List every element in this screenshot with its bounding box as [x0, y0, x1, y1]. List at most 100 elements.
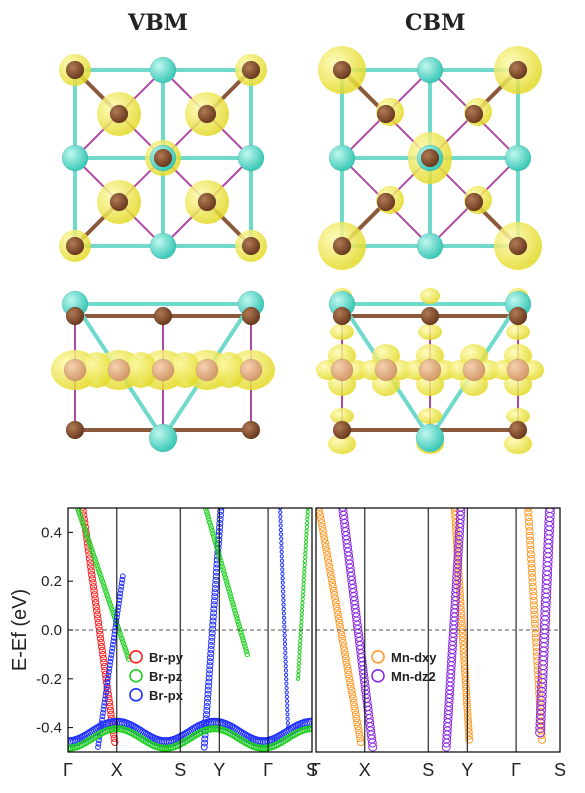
band-point-mn-dxy [525, 531, 534, 540]
band-point-br-pz [68, 744, 72, 752]
band-point-br-py [99, 654, 108, 663]
band-point-br-px [210, 601, 218, 609]
band-point-br-pz [230, 731, 238, 739]
brown-atom [197, 104, 217, 124]
band-point-mn-dxy [462, 692, 471, 701]
band-point-br-py [96, 630, 104, 639]
band-point-mn-dxy [349, 694, 357, 703]
kpoint-label: Γ [263, 760, 273, 780]
isosurface-lobe [213, 352, 245, 388]
mn-atom [374, 358, 398, 382]
band-point-mn-dxy [451, 500, 458, 507]
band-point-mn-dxy [462, 684, 470, 693]
band-point-br-pz [244, 651, 250, 658]
band-point-br-pz [210, 530, 216, 537]
band-point-br-px [105, 675, 111, 682]
band-point-br-py [96, 634, 105, 643]
band-point-br-pz [86, 539, 92, 545]
band-point-br-pz [82, 529, 89, 535]
band-point-br-px [282, 620, 287, 625]
band-point-br-px [109, 641, 116, 648]
band-point-br-px [281, 598, 286, 603]
band-point-mn-dz2 [535, 727, 546, 738]
band-point-mn-dxy [458, 629, 467, 638]
band-point-br-py [98, 646, 106, 655]
band-point-mn-dxy [332, 602, 341, 611]
band-point-br-px [279, 545, 284, 550]
kpoint-label: S [554, 760, 566, 780]
band-point-br-px [110, 638, 117, 645]
band-point-mn-dxy [527, 564, 536, 573]
band-point-br-py [100, 658, 108, 667]
band-point-br-px [117, 587, 124, 593]
band-point-br-px [283, 655, 288, 660]
band-point-br-px [208, 625, 216, 633]
kpoint-label: Γ [311, 760, 321, 780]
band-point-br-pz [105, 596, 112, 603]
band-point-br-pz [298, 638, 303, 643]
kpoint-label: Y [461, 760, 473, 780]
band-point-br-px [280, 567, 285, 572]
band-point-br-py [79, 500, 85, 506]
brown-atom [376, 104, 396, 124]
band-point-br-px [278, 514, 283, 519]
band-point-br-pz [232, 607, 238, 614]
band-point-mn-dxy [452, 534, 461, 543]
band-point-br-pz [99, 578, 106, 584]
band-point-mn-dxy [457, 605, 465, 614]
band-point-mn-dxy [341, 650, 350, 659]
brown-atom [464, 192, 484, 212]
band-point-br-px [282, 642, 288, 647]
cyan-atom [415, 423, 445, 453]
band-point-mn-dxy [461, 680, 470, 689]
band-point-br-pz [109, 607, 115, 613]
band-point-br-px [203, 698, 211, 706]
band-point-mn-dz2 [338, 499, 346, 507]
band-point-br-py [97, 642, 106, 651]
band-point-br-px [280, 584, 286, 590]
band-point-br-pz [76, 510, 83, 517]
band-point-mn-dxy [464, 724, 473, 732]
band-point-br-pz [233, 613, 240, 619]
mn-atom [151, 358, 175, 382]
band-point-mn-dxy [524, 508, 533, 517]
kpoint-label: X [111, 760, 123, 780]
band-point-br-pz [81, 739, 89, 747]
band-point-br-px [209, 621, 217, 629]
band-point-br-pz [308, 725, 312, 733]
band-point-br-px [200, 743, 208, 751]
legend-marker [129, 688, 143, 702]
band-point-br-px [283, 650, 288, 656]
band-point-br-pz [137, 734, 145, 742]
band-point-mn-dxy [354, 722, 362, 731]
band-point-br-px [283, 672, 289, 677]
kpoint-label: X [359, 760, 371, 780]
band-point-mn-dxy [526, 541, 535, 550]
band-point-mn-dxy [356, 734, 364, 743]
band-point-br-pz [305, 509, 310, 514]
band-point-br-px [119, 576, 126, 583]
band-point-br-pz [121, 643, 128, 649]
mn-atom [239, 358, 263, 382]
brown-atom [65, 420, 85, 440]
band-point-mn-dxy [356, 738, 365, 747]
band-point-mn-dxy [525, 527, 534, 536]
band-point-mn-dxy [328, 578, 337, 587]
band-point-mn-dxy [333, 606, 342, 615]
band-point-br-px [280, 580, 285, 585]
band-point-br-pz [101, 583, 107, 590]
band-point-br-pz [75, 508, 79, 509]
band-point-mn-dxy [537, 726, 546, 735]
band-point-br-pz [225, 585, 232, 592]
band-point-mn-dxy [350, 702, 359, 711]
cbm-side-view [316, 288, 544, 454]
band-point-br-px [278, 532, 284, 537]
mn-atom [195, 358, 219, 382]
band-point-mn-dxy [464, 720, 473, 728]
band-point-mn-dxy [344, 670, 353, 679]
band-point-br-pz [236, 624, 243, 630]
band-point-br-py [88, 571, 96, 579]
band-point-br-px [280, 589, 286, 594]
